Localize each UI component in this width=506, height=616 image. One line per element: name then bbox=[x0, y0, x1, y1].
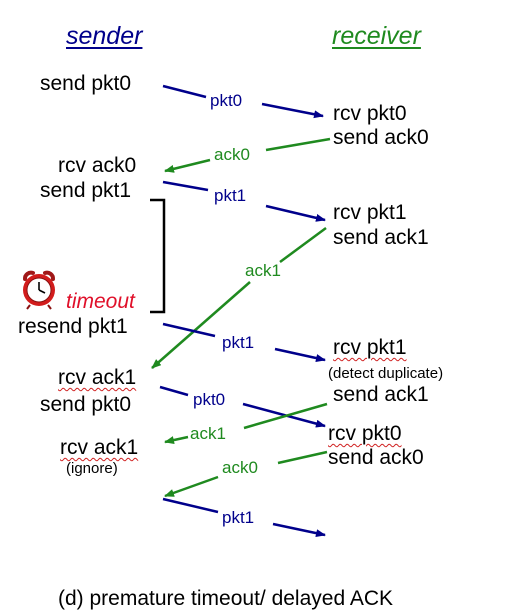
receiver-event-send-ack1: send ack1 bbox=[333, 226, 429, 249]
sender-event-resend-pkt1: resend pkt1 bbox=[18, 315, 128, 338]
receiver-event-rcv-pkt0: rcv pkt0 bbox=[333, 102, 407, 125]
sender-event-rcv-ack1-2: rcv ack1 bbox=[60, 437, 138, 458]
receiver-event-rcv-pkt1-2: rcv pkt1 bbox=[333, 337, 407, 358]
receiver-event-rcv-pkt0-2-text: rcv pkt0 bbox=[328, 422, 402, 445]
receiver-event-rcv-pkt1: rcv pkt1 bbox=[333, 201, 407, 224]
msg-label-pkt1: pkt1 bbox=[214, 186, 247, 205]
msg-label-ack1-2: ack1 bbox=[190, 424, 226, 443]
msg-label-pkt0-2: pkt0 bbox=[193, 390, 226, 409]
arrow-ack0-2 bbox=[164, 450, 328, 498]
sender-event-send-pkt1: send pkt1 bbox=[40, 179, 132, 202]
sender-event-ignore: (ignore) bbox=[66, 460, 118, 477]
msg-label-ack0: ack0 bbox=[214, 145, 250, 164]
receiver-header: receiver bbox=[332, 22, 421, 50]
sender-event-rcv-ack0: rcv ack0 bbox=[58, 154, 137, 177]
arrow-ack1-delayed bbox=[151, 226, 327, 369]
msg-label-ack0-2: ack0 bbox=[222, 458, 258, 477]
sender-event-rcv-ack1-text: rcv ack1 bbox=[58, 366, 137, 389]
arrow-pkt0 bbox=[162, 84, 324, 119]
msg-label-pkt0: pkt0 bbox=[210, 91, 243, 110]
sender-event-rcv-ack1: rcv ack1 bbox=[58, 367, 136, 388]
arrow-pkt1-3 bbox=[162, 497, 326, 538]
receiver-event-detect-duplicate: (detect duplicate) bbox=[328, 365, 444, 382]
timeout-label: timeout bbox=[66, 290, 135, 313]
figure-caption: (d) premature timeout/ delayed ACK bbox=[58, 587, 393, 610]
timeout-bracket bbox=[150, 198, 166, 314]
receiver-event-rcv-pkt1-2-text: rcv pkt1 bbox=[333, 336, 407, 359]
arrow-pkt0-2 bbox=[159, 385, 326, 428]
arrow-ack1-2 bbox=[164, 402, 328, 444]
receiver-event-rcv-pkt0-2: rcv pkt0 bbox=[328, 423, 402, 444]
arrow-pkt1-resend bbox=[162, 322, 326, 362]
sender-event-send-pkt0-2: send pkt0 bbox=[40, 393, 132, 416]
alarm-clock-icon bbox=[23, 270, 55, 310]
msg-label-ack1: ack1 bbox=[245, 261, 281, 280]
sender-event-send-pkt0: send pkt0 bbox=[40, 72, 132, 95]
receiver-event-send-ack0-2: send ack0 bbox=[328, 446, 424, 469]
msg-label-pkt1-resend: pkt1 bbox=[222, 333, 255, 352]
sender-event-rcv-ack1-2-text: rcv ack1 bbox=[60, 436, 139, 459]
arrow-ack0 bbox=[164, 137, 331, 173]
msg-label-pkt1-3: pkt1 bbox=[222, 508, 255, 527]
receiver-event-send-ack1-2: send ack1 bbox=[333, 383, 429, 406]
receiver-event-send-ack0: send ack0 bbox=[333, 126, 429, 149]
arrow-pkt1 bbox=[162, 180, 326, 222]
sender-header: sender bbox=[66, 22, 143, 50]
